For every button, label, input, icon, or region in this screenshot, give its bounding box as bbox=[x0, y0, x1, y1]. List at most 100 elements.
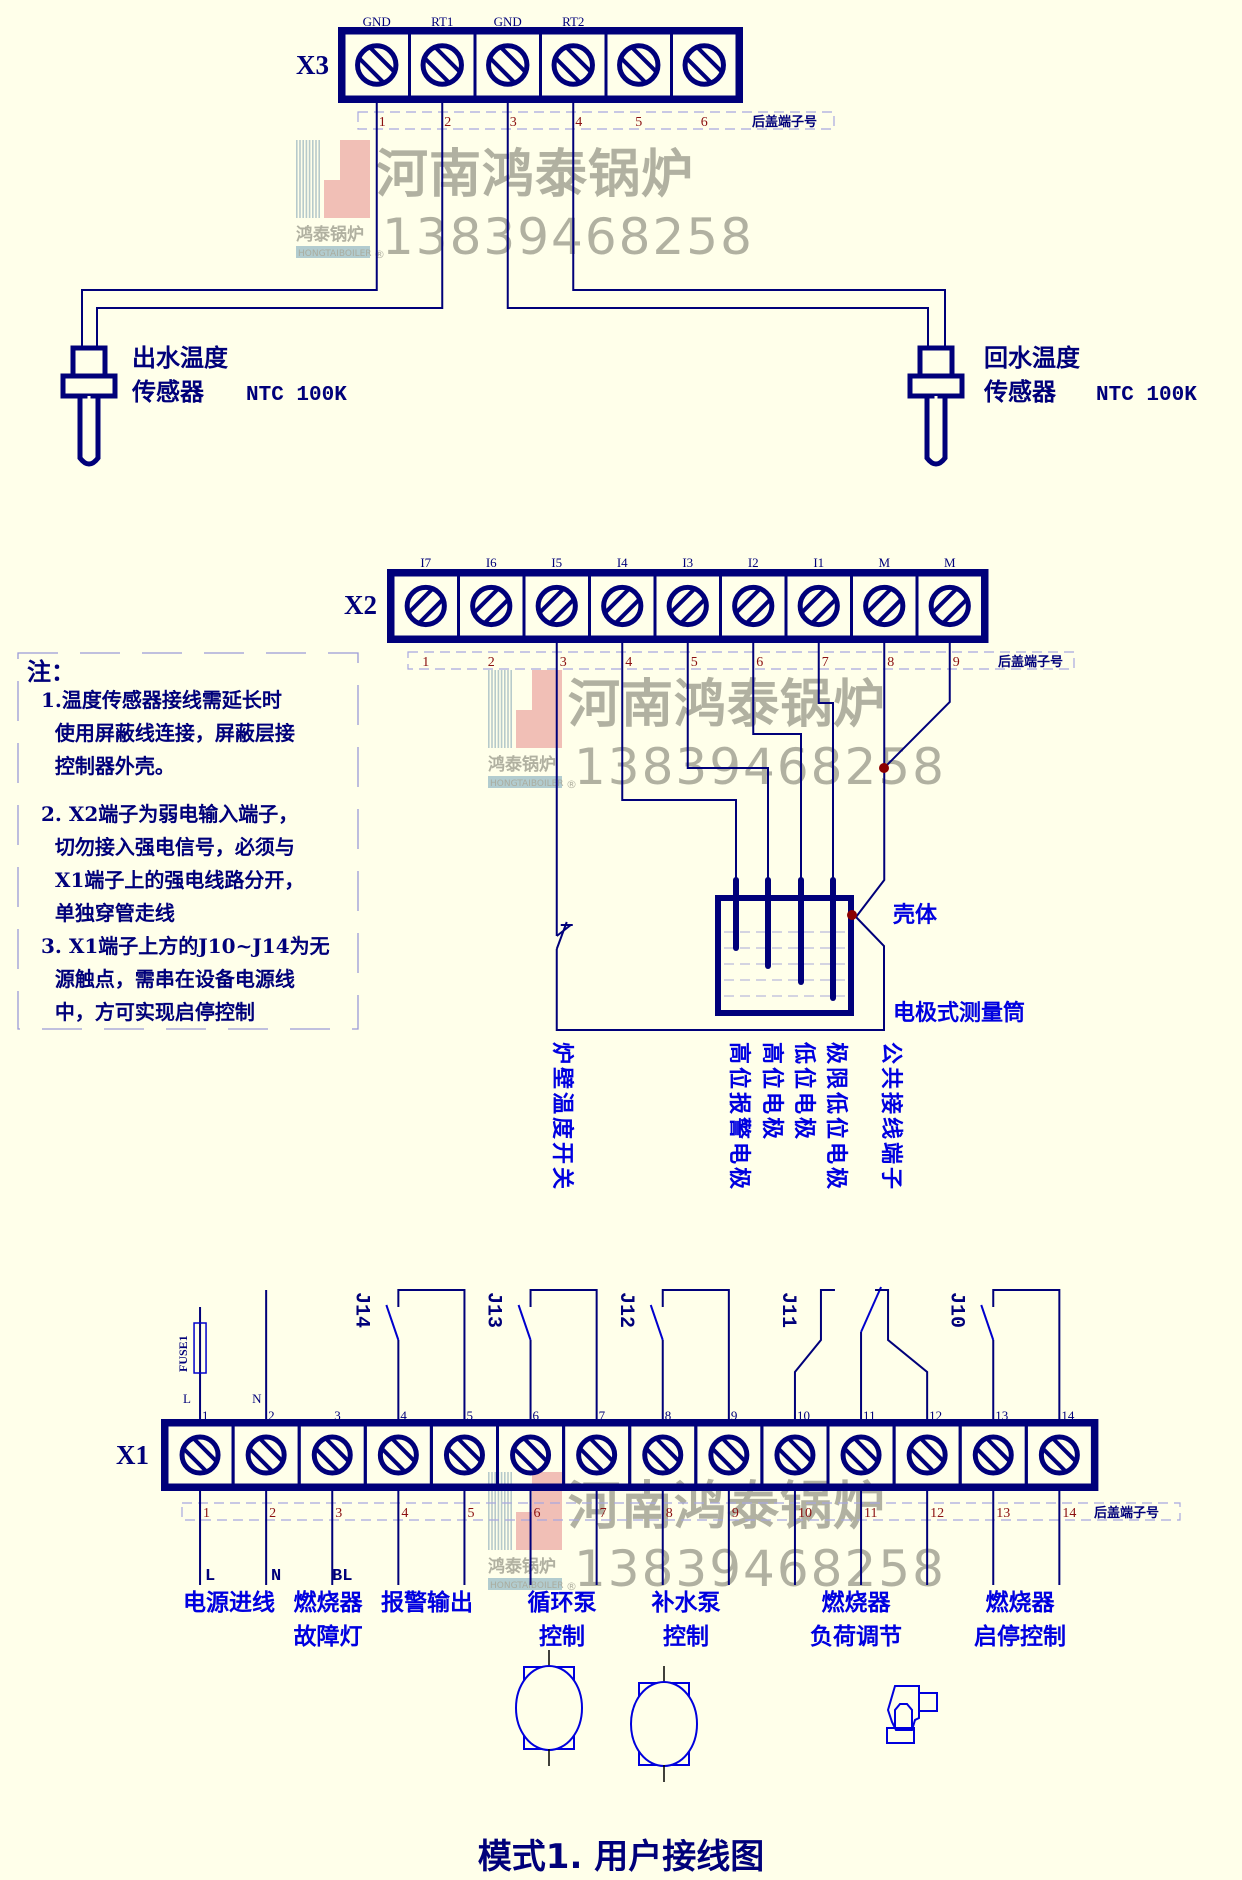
x1-top-pin: 3 bbox=[334, 1408, 341, 1423]
rear-cover-frame bbox=[181, 1502, 1181, 1521]
wire-x3-2 bbox=[96, 100, 444, 348]
x2-pin-number: 3 bbox=[560, 655, 567, 670]
terminal-screw bbox=[165, 1423, 235, 1487]
logo-stripe bbox=[494, 1472, 496, 1550]
terminal-cell bbox=[457, 573, 526, 639]
terminal-screw bbox=[297, 1423, 367, 1487]
relay-contact-blade bbox=[649, 1304, 664, 1341]
x1-pin-number: 13 bbox=[996, 1506, 1010, 1521]
diagram-title: 模式1. 用户接线图 bbox=[478, 1837, 764, 1877]
sensor-outlet-label-2b: NTC 100K bbox=[246, 384, 347, 407]
terminal-screw bbox=[522, 573, 591, 639]
screw-slot bbox=[322, 1435, 352, 1465]
x1-top-pin: 8 bbox=[665, 1408, 672, 1423]
terminal-cell bbox=[408, 31, 477, 99]
screw-icon bbox=[666, 584, 709, 628]
screw-slot bbox=[602, 585, 632, 616]
relay-j12: J12 bbox=[614, 1289, 730, 1425]
screw-slot bbox=[973, 1445, 1003, 1475]
screw-slot bbox=[719, 1435, 749, 1465]
screw-slot bbox=[416, 596, 446, 627]
measuring-cylinder-label: 电极式测量筒 bbox=[893, 1000, 1025, 1026]
x2-top-label: M bbox=[944, 555, 956, 570]
relay-wire bbox=[875, 1289, 929, 1425]
x1-group-label-5-line2: 控制 bbox=[663, 1623, 709, 1650]
makeup-pump-motor-icon bbox=[630, 1666, 698, 1782]
x3-label: X3 bbox=[296, 50, 329, 80]
relay-j14: J14 bbox=[349, 1289, 466, 1425]
logo-stripe bbox=[488, 1472, 490, 1550]
screw-slot bbox=[940, 596, 970, 627]
screw-icon bbox=[535, 584, 578, 628]
sensor-head bbox=[70, 345, 108, 379]
shell-label: 壳体 bbox=[892, 903, 938, 928]
screw-slot bbox=[481, 596, 512, 627]
x2-pin-number: 6 bbox=[756, 655, 763, 670]
relay-wire bbox=[992, 1289, 1061, 1425]
screw-icon bbox=[797, 584, 840, 628]
logo-stripe bbox=[504, 1472, 506, 1550]
line-N-label: N bbox=[252, 1391, 262, 1406]
x1-pin-number: 5 bbox=[467, 1506, 474, 1521]
note-item-1: 1.温度传感器接线需延长时 使用屏蔽线连接，屏蔽层接 控制器外壳。 bbox=[41, 688, 295, 778]
screw-slot bbox=[851, 1435, 881, 1465]
screw-slot bbox=[190, 1435, 220, 1465]
relay-j10: J10 bbox=[944, 1289, 1061, 1425]
screw-slot bbox=[366, 44, 398, 75]
terminal-cell bbox=[915, 573, 984, 639]
relay-j11-label: J11 bbox=[776, 1292, 799, 1328]
note-item-3: 3. X1端子上方的J10~J14为无 源触点，需串在设备电源线 中，方可实现启… bbox=[41, 934, 330, 1024]
registered-mark: ® bbox=[566, 1580, 577, 1593]
terminal-cell bbox=[473, 31, 542, 99]
x2-top-label: I1 bbox=[813, 555, 824, 570]
terminal-screw bbox=[760, 1423, 830, 1487]
terminal-cell bbox=[363, 1423, 433, 1487]
screw-icon bbox=[1038, 1434, 1080, 1476]
sensor-flange bbox=[60, 373, 118, 399]
x3-top-label: GND bbox=[363, 14, 391, 29]
rear-cover-label: 后盖端子号 bbox=[752, 114, 817, 130]
x2-top-label: M bbox=[878, 555, 890, 570]
terminal-cell bbox=[958, 1423, 1028, 1487]
burner-base bbox=[886, 1727, 915, 1744]
relay-j11: J11 bbox=[776, 1286, 929, 1425]
terminal-cell bbox=[694, 1423, 764, 1487]
x1-group-label-1-line1: 电源进线 bbox=[183, 1589, 275, 1616]
x1-group-label-7-line2: 启停控制 bbox=[974, 1623, 1066, 1650]
x3-pin-number: 5 bbox=[635, 115, 642, 130]
x1-top-pin: 10 bbox=[797, 1408, 810, 1423]
x1-group-label-3-line1: 报警输出 bbox=[381, 1589, 473, 1616]
x1-top-pin: 14 bbox=[1061, 1408, 1075, 1423]
x2-top-label: I6 bbox=[486, 555, 497, 570]
x1-pin-number: 1 bbox=[203, 1506, 210, 1521]
terminal-screw bbox=[850, 573, 919, 639]
screw-icon bbox=[617, 43, 661, 87]
x2-pin-number: 8 bbox=[887, 655, 894, 670]
screw-icon bbox=[642, 1434, 684, 1476]
logo-text: 鸿泰锅炉 bbox=[488, 754, 556, 775]
terminal-screw bbox=[342, 31, 411, 99]
sensor-flange bbox=[907, 373, 965, 399]
wire-x2-5 bbox=[686, 640, 769, 880]
screw-slot bbox=[180, 1445, 210, 1475]
screw-icon bbox=[377, 1434, 419, 1476]
screw-slot bbox=[521, 1435, 550, 1465]
terminal-cell bbox=[604, 31, 673, 99]
terminal-cell bbox=[562, 1423, 632, 1487]
rear-cover-label: 后盖端子号 bbox=[1094, 1505, 1159, 1521]
terminal-cell bbox=[653, 573, 722, 639]
x2-pin-number: 1 bbox=[422, 655, 429, 670]
logo-stripe bbox=[318, 140, 320, 218]
logo-stripe bbox=[299, 140, 301, 218]
screw-icon bbox=[708, 1434, 750, 1476]
x1-group-label-6-line1: 燃烧器 bbox=[822, 1589, 892, 1616]
terminal-cell bbox=[588, 573, 657, 639]
x1-pin-number: 4 bbox=[401, 1506, 408, 1521]
fuse-icon bbox=[193, 1322, 207, 1374]
terminal-cell bbox=[850, 573, 919, 639]
logo-stripe bbox=[494, 670, 496, 748]
logo-sub-bg bbox=[488, 1578, 562, 1590]
